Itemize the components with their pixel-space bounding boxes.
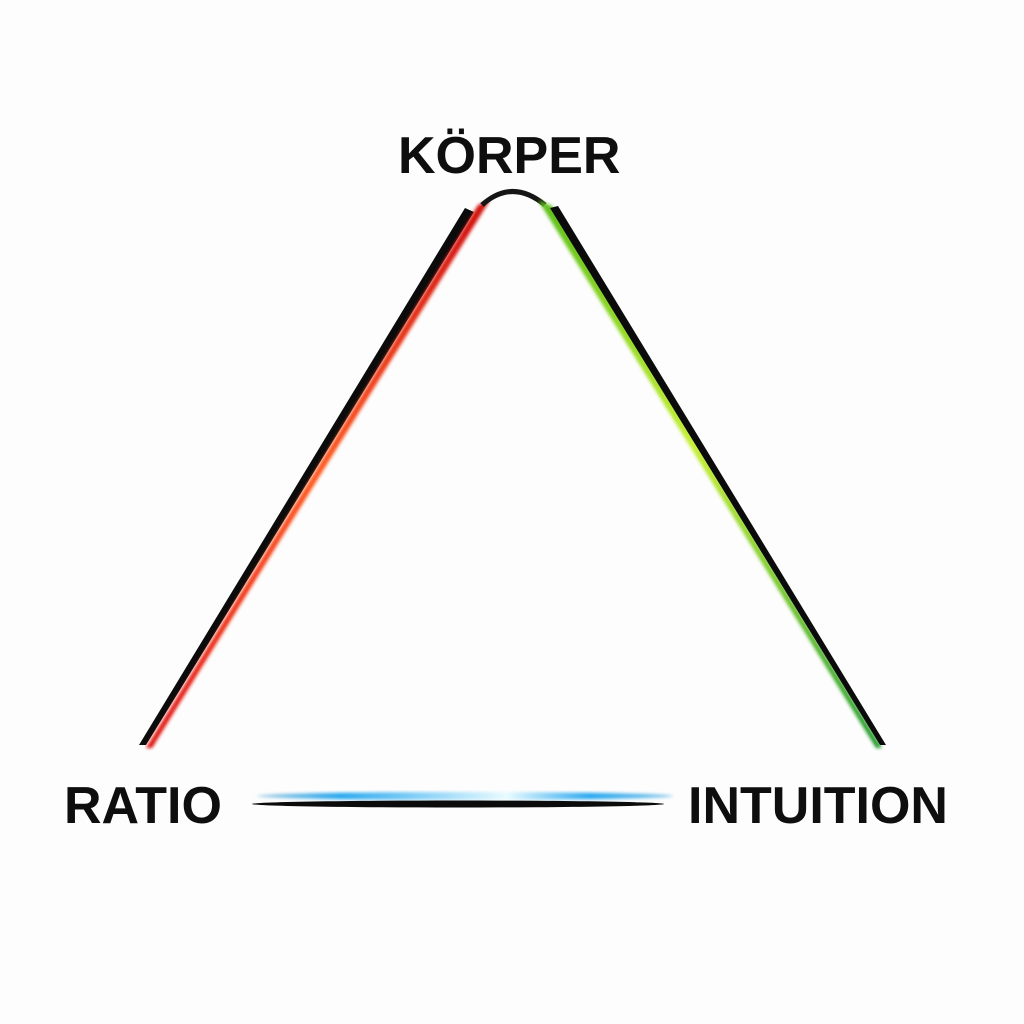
right-edge-shadow (550, 206, 886, 745)
bottom-edge-shadow (252, 800, 664, 808)
label-intuition: INTUITION (688, 777, 948, 835)
label-ratio: RATIO (64, 777, 222, 835)
label-koerper: KÖRPER (398, 127, 621, 185)
bottom-edge-blue (257, 792, 673, 800)
right-edge-green (538, 200, 882, 748)
left-edge-shadow (139, 208, 474, 745)
apex-curve (480, 189, 547, 207)
left-edge-red (146, 200, 490, 748)
